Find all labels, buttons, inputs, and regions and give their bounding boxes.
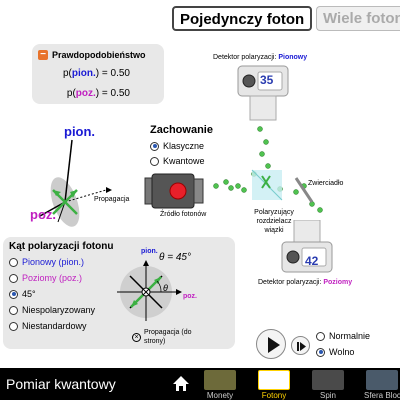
speed-option-normal[interactable]: Normalnie [316, 331, 370, 341]
detector-bottom-count: 42 [305, 254, 319, 268]
prob-horizontal: p(poz.) = 0.50 [66, 88, 130, 99]
probability-title: Prawdopodobieństwo [52, 50, 146, 60]
play-icon [268, 337, 280, 353]
splitter-label: Polaryzujący rozdzielacz wiązki [254, 209, 294, 234]
behavior-option-classical[interactable]: Klasyczne [150, 141, 204, 151]
app-title: Pomiar kwantowy [6, 376, 116, 392]
bloch-sphere-icon [366, 370, 398, 390]
diagram-vertical-label: pion. [141, 248, 158, 255]
radio-icon[interactable] [316, 331, 325, 341]
radio-icon[interactable] [9, 305, 18, 315]
angle-option-unpolarized[interactable]: Niespolaryzowany [9, 305, 95, 315]
detector-bottom [281, 220, 333, 273]
coins-icon [204, 370, 236, 390]
tab-many-photons[interactable]: Wiele fotonów [316, 6, 400, 31]
tab-single-photon[interactable]: Pojedynczy foton [172, 6, 312, 31]
nav-tab-coins[interactable]: Monety [202, 369, 238, 400]
optics-area [213, 126, 323, 213]
radio-selected-icon[interactable] [150, 141, 159, 151]
radio-icon[interactable] [9, 273, 18, 283]
angle-title: Kąt polaryzacji fotonu [9, 241, 114, 252]
play-button[interactable] [256, 329, 286, 359]
polarization-axes-diagram [39, 139, 112, 227]
into-page-icon: × [132, 333, 141, 342]
radio-selected-icon[interactable] [9, 289, 18, 299]
detector-top-label: Detektor polaryzacji: Pionowy [213, 54, 308, 61]
step-button[interactable] [291, 336, 310, 355]
polarization-arrow-icon [70, 190, 77, 198]
mirror [294, 177, 314, 203]
spin-icon [312, 370, 344, 390]
speed-option-slow[interactable]: Wolno [316, 347, 354, 357]
radio-icon[interactable] [9, 257, 18, 267]
polarization-angle-panel: Kąt polaryzacji fotonu Pionowy (pion.) P… [3, 237, 235, 349]
probability-header: − Prawdopodobieństwo [38, 50, 146, 60]
theta-readout: θ = 45° [159, 252, 191, 263]
fire-button-icon[interactable] [169, 182, 187, 200]
diagram-propagation-label: Propagacja (do strony) [144, 329, 192, 345]
collapse-icon[interactable]: − [38, 50, 48, 60]
step-forward-icon [297, 342, 306, 351]
detector-top-count: 35 [260, 73, 274, 87]
behavior-option-quantum[interactable]: Kwantowe [150, 156, 205, 166]
home-icon[interactable] [172, 375, 190, 392]
behavior-title: Zachowanie [150, 124, 213, 136]
radio-selected-icon[interactable] [316, 347, 325, 357]
probability-panel: − Prawdopodobieństwo p(pion.) = 0.50 p(p… [32, 44, 164, 104]
theta-symbol: θ [163, 283, 168, 293]
nav-tab-bloch-sphere[interactable]: Sfera Blocha [364, 369, 400, 400]
nav-tab-spin[interactable]: Spin [310, 369, 346, 400]
angle-diagram [117, 260, 182, 321]
detector-bottom-label: Detektor polaryzacji: Poziomy [258, 279, 353, 286]
axis-vertical-label: pion. [64, 124, 96, 139]
angle-option-horizontal[interactable]: Poziomy (poz.) [9, 273, 82, 283]
angle-option-custom[interactable]: Niestandardowy [9, 321, 87, 331]
photons-icon [258, 370, 290, 390]
prob-vertical: p(pion.) = 0.50 [63, 68, 130, 79]
axis-propagation-label: Propagacja [94, 196, 130, 203]
radio-icon[interactable] [9, 321, 18, 331]
axis-horizontal-label: poz. [30, 207, 56, 222]
nav-tab-photons[interactable]: Fotony [256, 369, 292, 400]
diagram-horizontal-label: poz. [183, 293, 197, 300]
mirror-label: Zwierciadło [308, 180, 344, 187]
angle-option-45[interactable]: 45° [9, 289, 36, 299]
angle-option-vertical[interactable]: Pionowy (pion.) [9, 257, 84, 267]
source-label: Źródło fotonów [160, 211, 207, 218]
photon-source [144, 173, 204, 209]
detector-top [237, 65, 289, 121]
radio-icon[interactable] [150, 156, 159, 166]
